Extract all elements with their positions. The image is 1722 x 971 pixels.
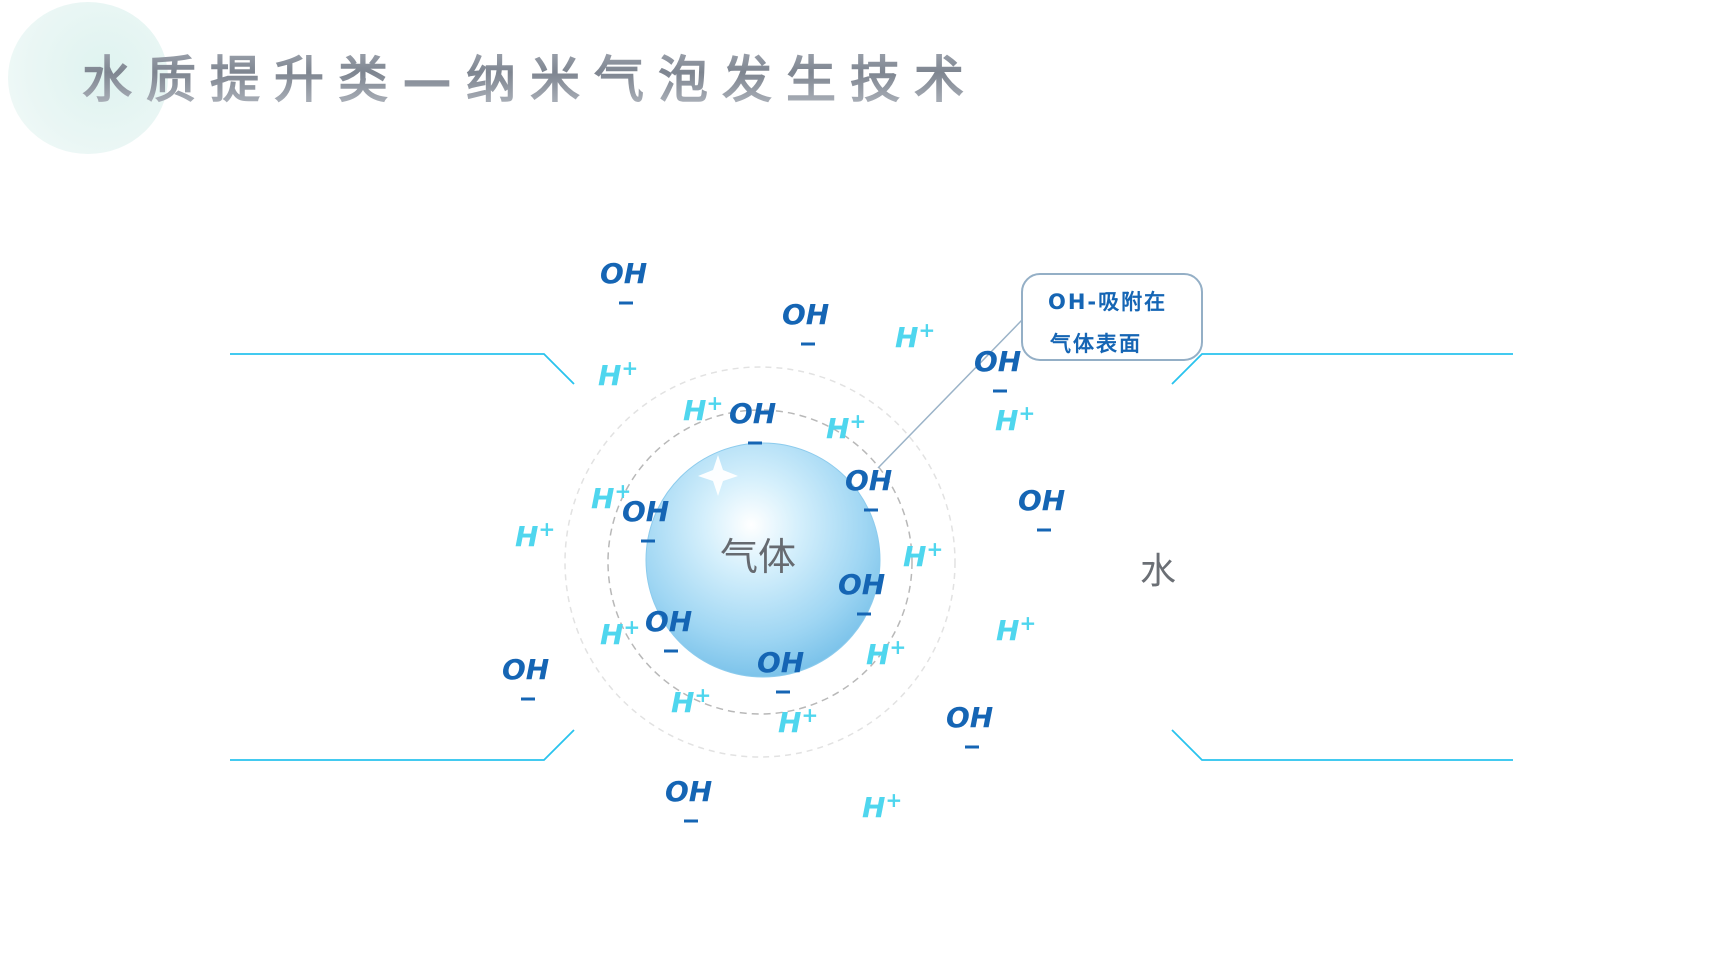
page-title: 水质提升类—纳米气泡发生技术 [82,40,978,112]
oh-ion-label: OH [502,653,549,686]
frame-line-bottom-left [230,729,575,761]
water-label: 水 [1140,551,1176,592]
oh-ion: OH [622,495,669,543]
oh-ion-label: OH [782,298,829,331]
h-ion: H+ [600,615,640,651]
oh-ion-label: OH [600,257,647,290]
h-ion: H+ [826,409,866,445]
oh-ion-label: OH [1018,484,1065,517]
callout-box [1021,273,1203,361]
hydrogen-ions: H+ H+ H+ H+ H+ H+ H+ H+ H+ H+ H+ H+ H+ H+ [515,318,1036,824]
h-ion: H+ [862,788,902,824]
oh-ion: OH [782,298,829,346]
h-ion: H+ [903,537,943,573]
oh-ion: OH [974,345,1021,393]
oh-ion: OH [600,257,647,305]
h-ion: H+ [598,356,638,392]
bubble-sparkle [698,455,738,496]
oh-ion: OH [757,646,804,694]
oh-ion: OH [845,464,892,512]
h-ion: H+ [671,683,711,719]
inner-dashed-ring [607,409,913,715]
h-ion: H+ [683,391,723,427]
frame-line-bottom-right [1171,729,1513,761]
oh-ion-label: OH [622,495,669,528]
oh-ion: OH [665,775,712,823]
h-ion: H+ [996,611,1036,647]
oh-ion: OH [502,653,549,701]
decorative-circle [8,2,168,154]
outer-dashed-ring [564,366,956,758]
h-ion: H+ [515,517,555,553]
h-ion: H+ [866,635,906,671]
gas-label: 气体 [720,535,796,579]
h-ion: H+ [895,318,935,354]
callout-line-1: OH-吸附在 [1048,290,1167,314]
oh-ion: OH [946,701,993,749]
oh-ion-label: OH [845,464,892,497]
hydroxide-ions: OH OH OH OH OH OH OH OH OH OH OH OH OH [502,257,1065,823]
callout-line-2: 气体表面 [1049,332,1142,356]
oh-ion-label: OH [757,646,804,679]
oh-ion: OH [838,568,885,616]
h-ion: H+ [995,401,1035,437]
callout-leader-line [877,319,1023,469]
gas-bubble [645,442,881,678]
oh-ion: OH [645,605,692,653]
oh-ion: OH [729,397,776,445]
oh-ion-label: OH [946,701,993,734]
oh-ion-label: OH [645,605,692,638]
oh-ion-label: OH [729,397,776,430]
oh-ion: OH [1018,484,1065,532]
h-ion: H+ [778,703,818,739]
oh-ion-label: OH [838,568,885,601]
oh-ion-label: OH [974,345,1021,378]
frame-lines [230,353,1513,761]
frame-line-top-right [1171,353,1513,385]
oh-ion-label: OH [665,775,712,808]
h-ion: H+ [591,479,631,515]
frame-line-top-left [230,353,575,385]
